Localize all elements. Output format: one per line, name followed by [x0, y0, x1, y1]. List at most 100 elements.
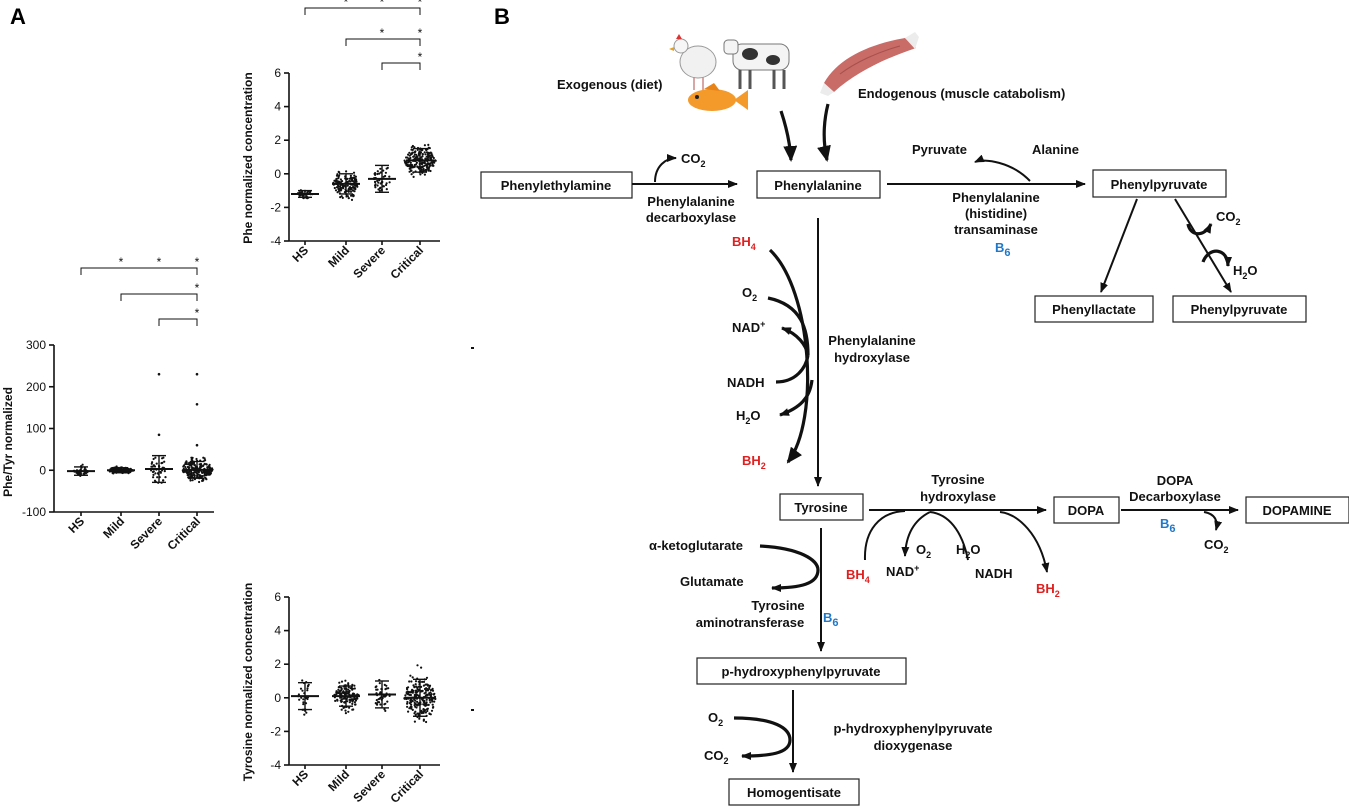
data-point — [351, 189, 355, 192]
x-category-label: HS — [289, 243, 311, 265]
x-category-label: Mild — [325, 767, 352, 794]
significance-bracket — [120, 293, 198, 301]
data-point — [160, 462, 163, 465]
data-point — [186, 473, 189, 477]
x-category-label: HS — [65, 514, 87, 536]
data-point — [344, 709, 347, 712]
data-point — [202, 464, 205, 467]
data-point — [385, 167, 388, 170]
bh4-label: BH4 — [732, 234, 756, 252]
phenylalanine-decarboxylase-label-2: decarboxylase — [646, 210, 736, 225]
data-point — [388, 181, 391, 184]
phe-points — [291, 143, 437, 201]
data-point — [152, 476, 155, 479]
bh2-output-arrow — [999, 511, 1050, 573]
data-point — [151, 470, 155, 474]
data-point — [410, 173, 413, 176]
data-point — [413, 720, 416, 723]
tyrosine-aminotransferase-label: Tyrosine — [751, 598, 804, 613]
data-point — [422, 710, 426, 713]
data-point — [413, 163, 416, 167]
data-point — [416, 148, 419, 151]
nadh-in-arrow — [775, 354, 810, 384]
nadh-label: NADH — [727, 375, 765, 390]
nad-output-arrow — [901, 511, 931, 557]
tyrosine-hydroxylase-label: Tyrosine — [931, 472, 984, 487]
data-point — [413, 151, 416, 154]
significance-bracket — [304, 7, 421, 15]
data-point — [382, 175, 385, 178]
phenylalanine-node: Phenylalanine — [756, 170, 881, 199]
data-point — [351, 687, 354, 690]
data-point — [347, 691, 351, 694]
data-point — [414, 680, 418, 683]
data-point — [197, 473, 200, 476]
phenylethylamine-node: Phenylethylamine — [480, 171, 633, 199]
data-point — [345, 195, 348, 198]
data-point — [195, 457, 198, 461]
data-point — [353, 701, 356, 704]
data-point — [304, 709, 307, 713]
data-point — [423, 687, 427, 691]
significance-star: * — [195, 281, 200, 295]
data-point — [414, 713, 417, 717]
data-point — [343, 184, 346, 187]
data-point — [375, 699, 378, 702]
chicken-icon — [669, 34, 717, 90]
svg-text:DOPA: DOPA — [1068, 503, 1105, 518]
data-point — [337, 188, 340, 191]
svg-text:Phenyllactate: Phenyllactate — [1052, 302, 1136, 317]
data-point — [428, 147, 431, 150]
data-point — [423, 692, 426, 695]
to-phenylpyruvate-arrow — [1174, 198, 1232, 293]
data-point — [162, 479, 165, 482]
data-point — [408, 702, 411, 705]
nad-label-2: NAD+ — [886, 563, 919, 579]
data-point — [415, 706, 418, 709]
data-point — [388, 175, 391, 178]
data-point — [354, 175, 357, 178]
data-point — [377, 181, 380, 184]
data-point — [427, 703, 430, 707]
data-point — [345, 170, 348, 173]
nadh-input-arrow — [929, 511, 969, 561]
data-point — [384, 709, 387, 713]
data-point — [347, 682, 350, 685]
data-point — [353, 684, 356, 687]
data-point — [376, 688, 379, 691]
tyr-points — [291, 664, 437, 724]
data-point — [347, 188, 350, 191]
data-point — [340, 708, 343, 711]
dopamine-node: DOPAMINE — [1245, 496, 1349, 524]
data-point — [415, 685, 418, 688]
significance-star: * — [418, 0, 423, 9]
x-category-label: Severe — [350, 243, 388, 281]
cow-icon — [723, 39, 790, 89]
data-point — [427, 151, 430, 154]
data-point — [195, 443, 199, 447]
data-point — [386, 700, 389, 703]
data-point — [353, 687, 356, 690]
data-point — [152, 457, 155, 461]
data-point — [433, 161, 436, 164]
data-point — [202, 471, 205, 474]
bh4-to-bh2-arrow — [768, 248, 810, 464]
data-point — [84, 472, 88, 475]
data-point — [191, 479, 194, 482]
data-point — [354, 697, 357, 700]
data-point — [425, 694, 428, 697]
svg-text:Phenylalanine: Phenylalanine — [774, 178, 861, 193]
data-point — [407, 153, 410, 156]
data-point — [189, 475, 192, 478]
data-point — [344, 679, 347, 682]
data-point — [423, 144, 426, 147]
data-point — [348, 706, 351, 709]
data-point — [182, 470, 185, 473]
data-point — [195, 402, 199, 406]
data-point — [423, 173, 426, 176]
data-point — [301, 194, 304, 197]
data-point — [184, 466, 187, 469]
